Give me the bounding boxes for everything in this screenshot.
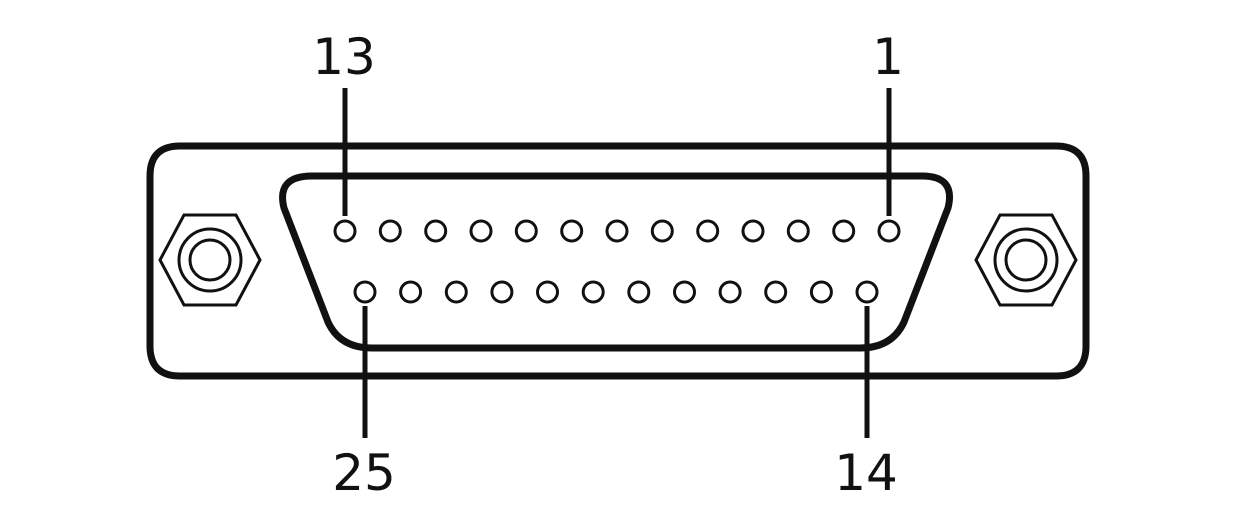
- left-nut-outer-ring: [177, 227, 243, 293]
- right-mounting-nut: [974, 213, 1078, 307]
- pin-hole-8: [560, 219, 584, 243]
- pin-hole-16: [764, 280, 788, 304]
- pin-label-25: 25: [332, 444, 396, 502]
- pin-hole-12: [378, 219, 402, 243]
- pin-hole-10: [469, 219, 493, 243]
- pin-hole-7: [605, 219, 629, 243]
- pin-hole-15: [809, 280, 833, 304]
- pin-label-14: 14: [834, 444, 898, 502]
- pin-hole-17: [718, 280, 742, 304]
- pin-hole-5: [696, 219, 720, 243]
- pin-hole-4: [741, 219, 765, 243]
- pin-hole-14: [855, 280, 879, 304]
- left-nut-inner-ring: [188, 238, 232, 282]
- pin-label-13: 13: [312, 28, 376, 86]
- left-mounting-nut: [158, 213, 262, 307]
- pin-hole-9: [514, 219, 538, 243]
- pin-hole-19: [627, 280, 651, 304]
- pin-hole-23: [444, 280, 468, 304]
- connector-shell-outline: [146, 142, 1090, 380]
- pin-hole-21: [536, 280, 559, 304]
- pin-hole-25: [353, 280, 377, 304]
- pin-hole-18: [673, 280, 696, 304]
- pin-hole-20: [581, 280, 605, 304]
- pin-hole-24: [399, 280, 423, 304]
- pin-hole-2: [832, 219, 856, 243]
- top-pin-row: [333, 219, 901, 243]
- pin-hole-13: [333, 219, 357, 243]
- right-nut-outer-ring: [993, 227, 1059, 293]
- pin-hole-22: [490, 280, 514, 304]
- d-sub-inner-shell: [279, 172, 953, 352]
- pin-hole-3: [786, 219, 810, 243]
- right-nut-inner-ring: [1004, 238, 1048, 282]
- pin-hole-6: [650, 219, 674, 243]
- left-hex-nut-outline: [158, 213, 262, 307]
- right-hex-nut-outline: [974, 213, 1078, 307]
- bottom-pin-row: [353, 280, 879, 304]
- pin-label-1: 1: [872, 28, 904, 86]
- pin-hole-11: [424, 219, 448, 243]
- pin-hole-1: [877, 219, 901, 243]
